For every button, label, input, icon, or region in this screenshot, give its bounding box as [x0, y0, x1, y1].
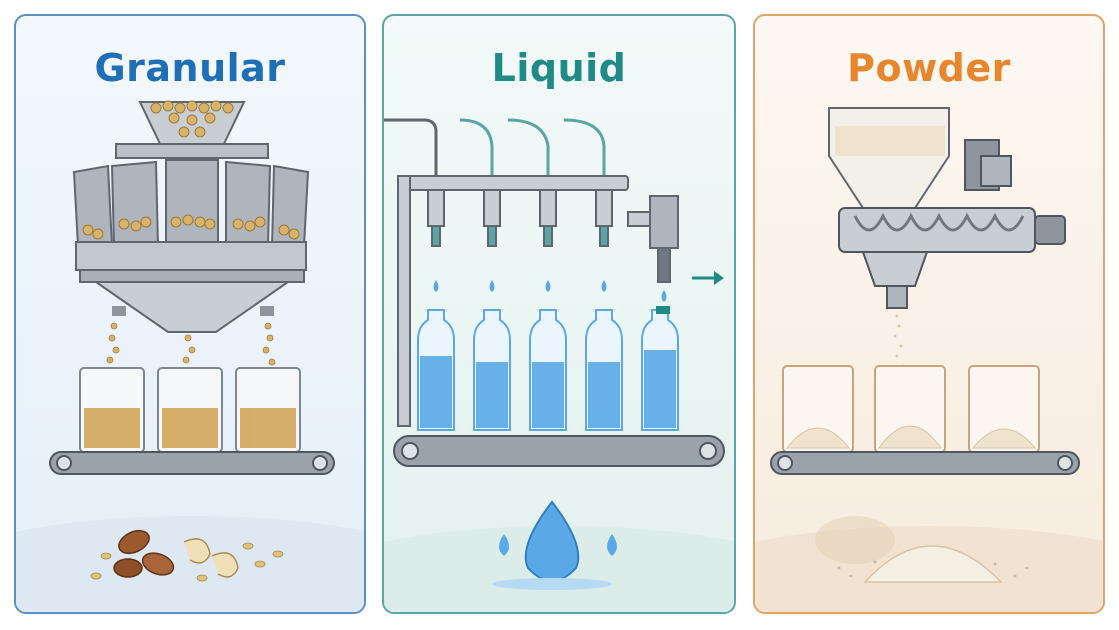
granular-panel: Granular — [14, 14, 366, 614]
arrow-right-icon — [692, 271, 724, 285]
water-drop-icon — [492, 500, 617, 590]
liquid-panel: Liquid — [382, 14, 736, 614]
powder-panel: Powder — [753, 14, 1105, 614]
auger-filler-icon — [755, 107, 1103, 612]
panel-title-powder: Powder — [847, 46, 1011, 90]
multihead-weigher-icon — [16, 100, 364, 612]
bottle-filler-icon — [384, 118, 734, 612]
powder-pile-icon — [815, 516, 1029, 583]
panel-title-granular: Granular — [94, 46, 286, 90]
panel-title-liquid: Liquid — [491, 46, 627, 90]
nuts-icon — [90, 529, 284, 582]
